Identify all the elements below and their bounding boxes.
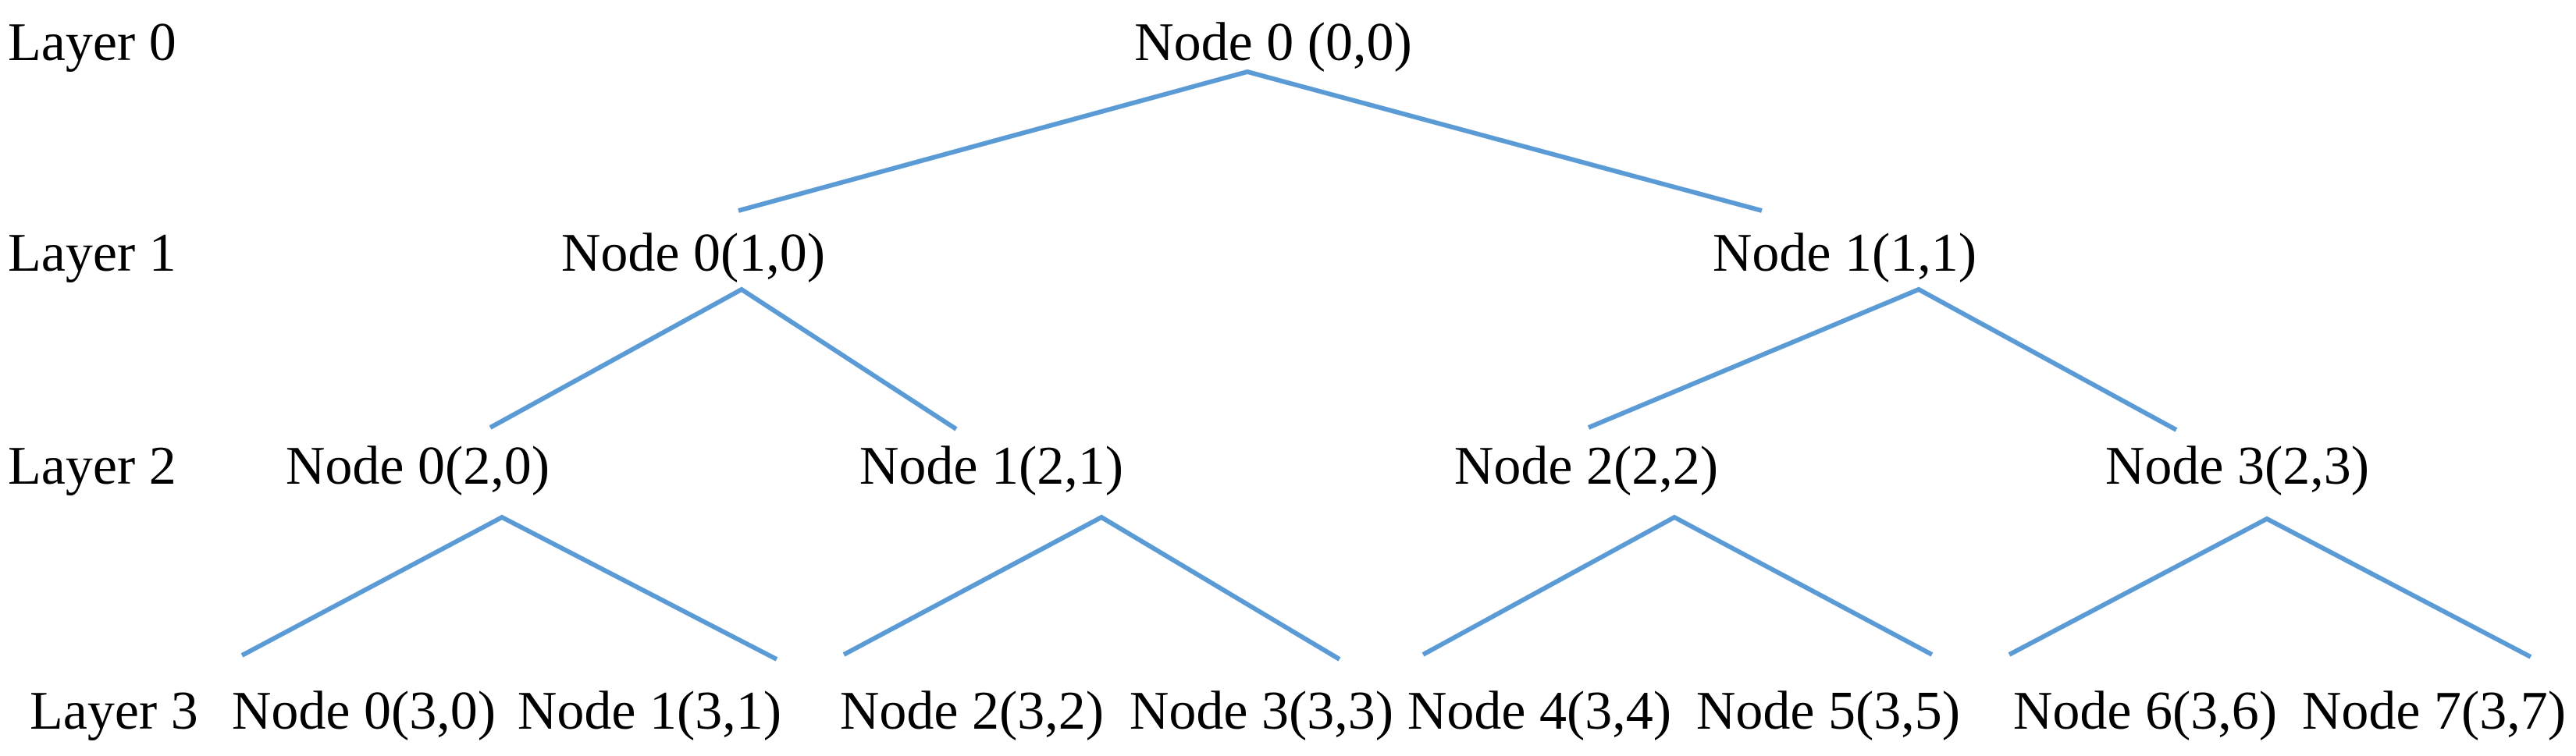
edge-fan-from-node-2-2 (1421, 514, 1934, 657)
edge-fan-from-node-1-0 (489, 286, 958, 431)
node-label-2-1: Node 1(2,1) (859, 436, 1124, 496)
node-label-3-6: Node 6(3,6) (2012, 681, 2278, 741)
node-label-3-2: Node 2(3,2) (839, 681, 1105, 741)
node-label-2-3: Node 3(2,3) (2105, 436, 2370, 496)
node-label-3-7: Node 7(3,7) (2301, 681, 2567, 741)
layer-label-3: Layer 3 (30, 681, 198, 741)
node-label-1-0: Node 0(1,0) (560, 223, 826, 283)
edge-fan-from-node-1-1 (1587, 286, 2178, 432)
layer-label-0: Layer 0 (8, 12, 176, 73)
node-label-1-1: Node 1(1,1) (1712, 223, 1977, 283)
edge-fan-from-node-2-0 (240, 514, 778, 662)
node-label-3-4: Node 4(3,4) (1407, 681, 1672, 741)
node-label-3-5: Node 5(3,5) (1695, 681, 1961, 741)
node-label-2-0: Node 0(2,0) (285, 436, 550, 496)
node-label-0-0: Node 0 (0,0) (1134, 12, 1412, 73)
node-label-3-0: Node 0(3,0) (231, 681, 496, 741)
node-label-3-3: Node 3(3,3) (1129, 681, 1394, 741)
node-label-3-1: Node 1(3,1) (517, 681, 782, 741)
edge-fan-from-node-2-1 (842, 514, 1341, 662)
node-label-2-2: Node 2(2,2) (1453, 436, 1719, 496)
layer-label-1: Layer 1 (8, 223, 176, 283)
edge-fan-from-node-2-3 (2008, 516, 2532, 659)
edge-fan-from-node-0-0 (738, 69, 1763, 213)
layer-label-2: Layer 2 (8, 436, 176, 496)
